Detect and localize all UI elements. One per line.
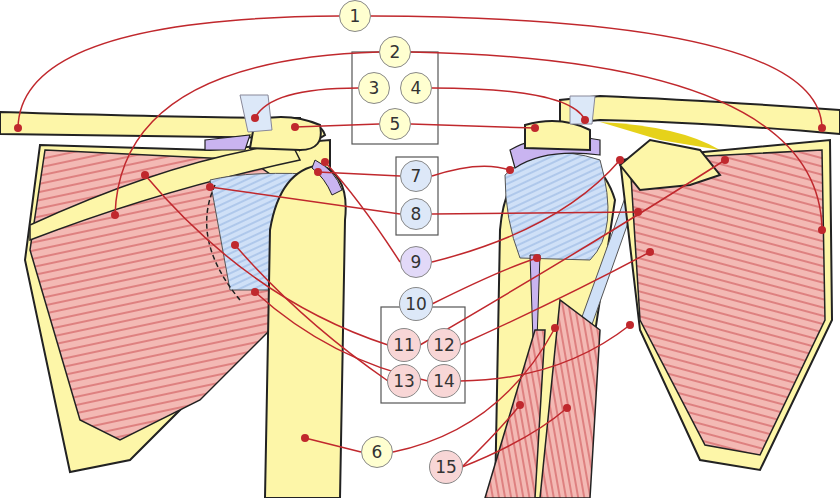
- callout-circle: 13: [387, 364, 421, 398]
- callout-number: 1: [350, 8, 361, 25]
- callout-circle: 2: [379, 36, 411, 68]
- callout-circle: 12: [427, 328, 461, 362]
- callout-number: 5: [390, 116, 401, 133]
- callout-number: 8: [411, 206, 422, 223]
- callout-number: 10: [405, 296, 427, 313]
- callout-circle: 7: [400, 160, 432, 192]
- callout-number: 2: [390, 44, 401, 61]
- callout-number: 13: [393, 373, 415, 390]
- callout-circle: 5: [379, 108, 411, 140]
- callout-number: 4: [411, 80, 422, 97]
- callout-number: 12: [433, 337, 455, 354]
- callout-number: 6: [372, 444, 383, 461]
- callout-number: 3: [369, 80, 380, 97]
- callout-number: 14: [433, 373, 455, 390]
- callout-circle: 6: [361, 436, 393, 468]
- callout-circle: 4: [400, 72, 432, 104]
- callout-circle: 11: [387, 328, 421, 362]
- callout-circle: 1: [339, 0, 371, 32]
- callout-circle: 3: [358, 72, 390, 104]
- callout-circle: 10: [399, 287, 433, 321]
- callout-number: 7: [411, 168, 422, 185]
- callout-number: 9: [411, 254, 422, 271]
- callout-circle: 8: [400, 198, 432, 230]
- callout-circle: 9: [400, 246, 432, 278]
- callout-circle: 15: [429, 450, 463, 484]
- callout-number: 11: [393, 337, 415, 354]
- callout-number: 15: [435, 459, 457, 476]
- callout-circle: 14: [427, 364, 461, 398]
